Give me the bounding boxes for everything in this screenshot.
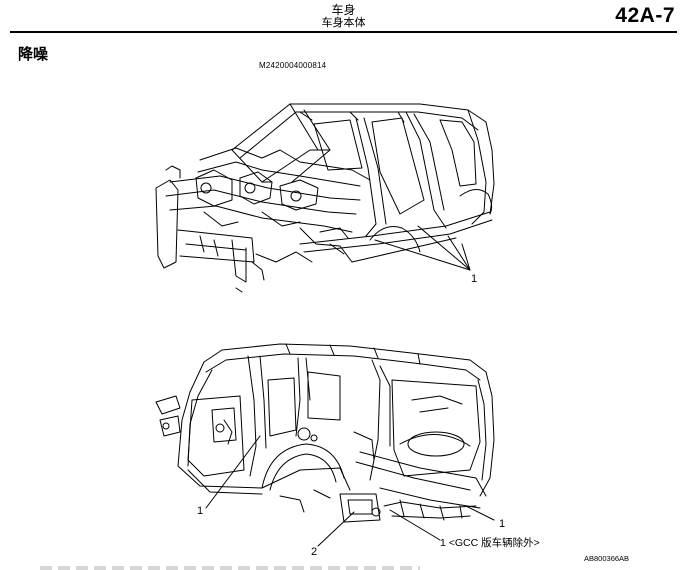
leader-lines-top [374, 225, 471, 271]
figure-id: M2420004000814 [259, 61, 327, 70]
callout-1-right: 1 [499, 518, 506, 530]
callout-2: 2 [311, 546, 318, 558]
footer-text-fragment [40, 566, 420, 570]
body-shell-front-view [155, 103, 495, 293]
callout-1-left: 1 [197, 505, 204, 517]
callout-1-gcc: 1 <GCC 版车辆除外> [440, 537, 540, 549]
section-title: 降噪 [18, 46, 49, 63]
header-subtitle: 车身本体 [321, 17, 366, 29]
page-number: 42A-7 [615, 4, 675, 27]
callout-1-top: 1 [471, 273, 478, 285]
body-shell-rear-view [155, 343, 495, 523]
figure-code: AB800366AB [584, 554, 630, 563]
header-rule [10, 31, 677, 33]
leader-lines-bottom [205, 435, 495, 547]
header-title: 车身 [331, 3, 356, 17]
